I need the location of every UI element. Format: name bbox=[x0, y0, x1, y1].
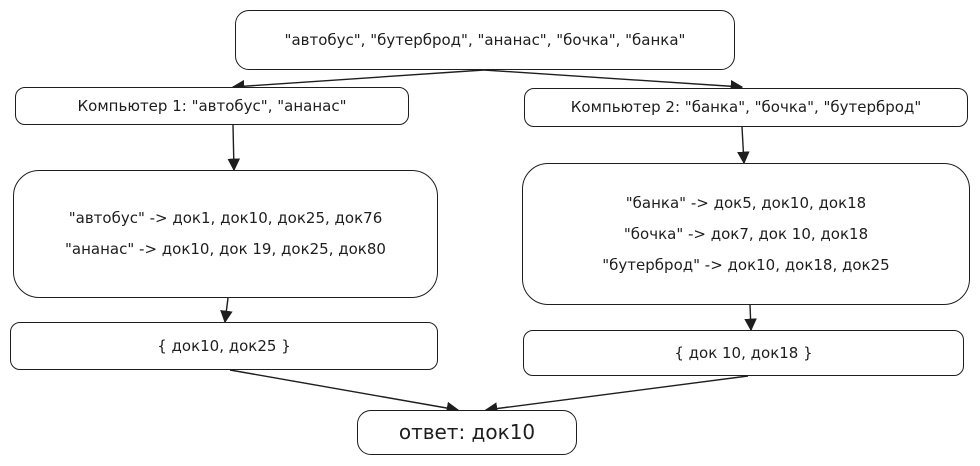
answer-box: ответ: док10 bbox=[357, 410, 577, 455]
arrow-result1-to-answer bbox=[229, 369, 460, 415]
arrow-input-to-computer2 bbox=[483, 69, 744, 93]
computer2-result-box: { док 10, док18 } bbox=[523, 330, 964, 376]
index2-line: "бочка" -> док7, док 10, док18 bbox=[623, 224, 869, 243]
computer2-label: Компьютер 2: "банка", "бочка", "бутербро… bbox=[570, 98, 922, 116]
arrow-computer1-to-index1 bbox=[227, 124, 241, 172]
arrow-index1-to-result1 bbox=[220, 297, 233, 324]
arrow-index2-to-result2 bbox=[744, 304, 757, 332]
result2-text: { док 10, док18 } bbox=[674, 343, 813, 362]
index1-line: "автобус" -> док1, док10, док25, док76 bbox=[68, 209, 383, 227]
computer2-box: Компьютер 2: "банка", "бочка", "бутербро… bbox=[524, 88, 968, 127]
answer-text: ответ: док10 bbox=[398, 420, 536, 444]
input-words-box: "автобус", "бутерброд", "ананас", "бочка… bbox=[235, 10, 735, 70]
computer1-result-box: { док10, док25 } bbox=[10, 322, 438, 370]
input-words-text: "автобус", "бутерброд", "ананас", "бочка… bbox=[284, 30, 686, 49]
index2-line: "бутерброд" -> док10, док18, док25 bbox=[602, 255, 890, 274]
index1-line: "ананас" -> док10, док 19, док25, док80 bbox=[65, 240, 386, 258]
computer1-label: Компьютер 1: "автобус", "ананас" bbox=[77, 96, 347, 115]
arrow-computer2-to-index2 bbox=[737, 126, 750, 165]
arrow-result2-to-answer bbox=[484, 375, 749, 415]
computer2-index-box: "банка" -> док5, док10, док18 "бочка" ->… bbox=[522, 163, 970, 305]
computer1-box: Компьютер 1: "автобус", "ананас" bbox=[15, 87, 409, 125]
computer1-index-box: "автобус" -> док1, док10, док25, док76 "… bbox=[13, 170, 438, 298]
result1-text: { док10, док25 } bbox=[157, 336, 291, 355]
index2-line: "банка" -> док5, док10, док18 bbox=[625, 193, 867, 212]
arrow-input-to-computer1 bbox=[231, 69, 485, 93]
